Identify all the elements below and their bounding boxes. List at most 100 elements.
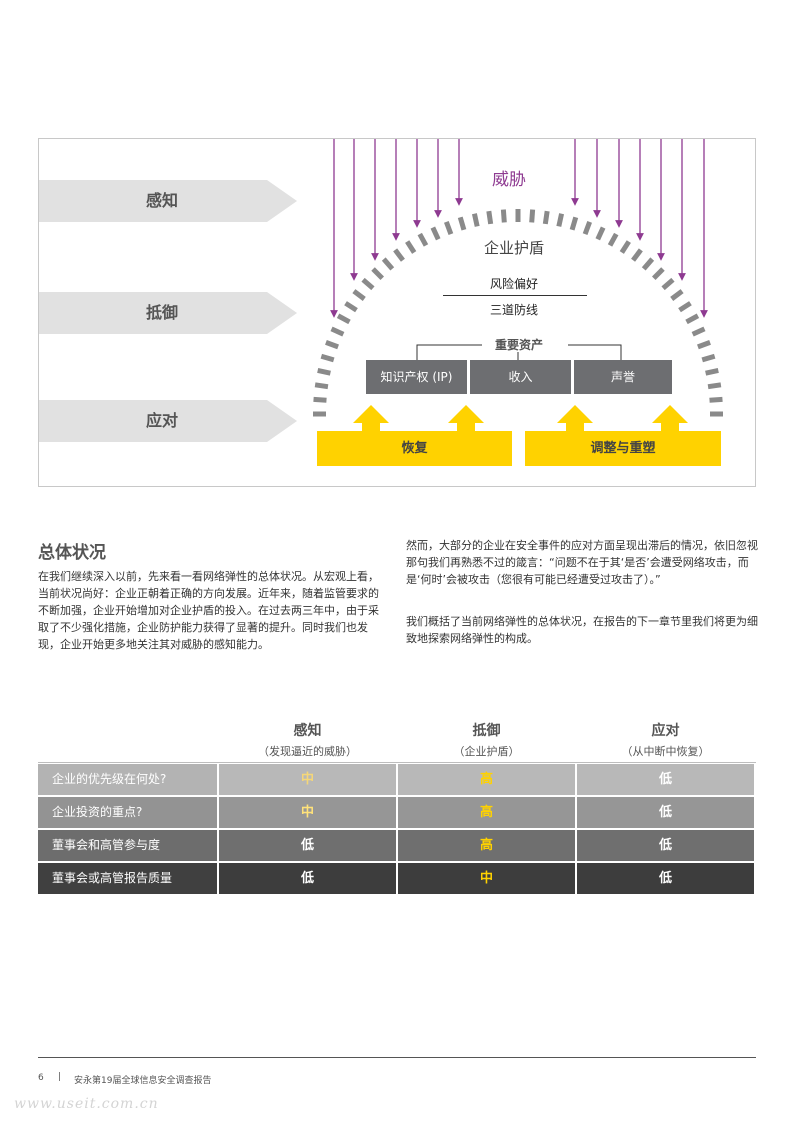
table-row: 企业投资的重点? 中 高 低	[38, 797, 756, 828]
footer-separator: |	[58, 1072, 62, 1082]
up-arrow-icon	[448, 405, 484, 431]
up-arrow-icon	[652, 405, 688, 431]
chevron-arrow-icon	[39, 180, 297, 222]
asset-reputation: 声誉	[574, 360, 672, 394]
shield-segment	[314, 382, 329, 390]
resilience-diagram: 感知 抵御 应对 威胁 企业护盾 风险偏好 三道防线 重要资产 知识产权 (IP…	[38, 138, 756, 487]
column-subtitle: （从中断中恢复）	[621, 745, 710, 758]
table-cell: 低	[219, 863, 396, 894]
shield-segment	[320, 353, 335, 363]
shield-segment	[336, 313, 351, 325]
threat-label: 威胁	[492, 170, 526, 190]
paragraph: 然而，大部分的企业在安全事件的应对方面呈现出滞后的情况，依旧忽视那句我们再熟悉不…	[406, 539, 758, 586]
shield-dome	[313, 209, 723, 417]
section-title: 总体状况	[38, 543, 106, 563]
lines-of-defense-label: 三道防线	[489, 303, 538, 317]
asset-ip: 知识产权 (IP)	[366, 360, 467, 394]
stage-label: 感知	[145, 191, 178, 210]
shield-segment	[631, 248, 643, 262]
stage-resist: 抵御	[39, 292, 297, 334]
table-cell: 低	[577, 863, 754, 894]
shield-segment	[619, 240, 631, 254]
row-label: 企业投资的重点?	[38, 797, 217, 828]
row-label: 董事会和高管参与度	[38, 830, 217, 861]
up-arrow-icon	[353, 405, 389, 431]
shield-segment	[569, 216, 579, 231]
stage-label: 应对	[145, 411, 178, 430]
shield-segment	[352, 289, 366, 301]
paragraph: 我们概括了当前网络弹性的总体状况，在报告的下一章节里我们将更为细致地探索网络弹性…	[406, 615, 758, 645]
page-number: 6	[38, 1073, 44, 1083]
shield-label: 企业护盾	[483, 239, 544, 257]
shield-segment	[361, 277, 375, 291]
up-arrow-icon	[557, 405, 593, 431]
table-row: 董事会和高管参与度 低 高 低	[38, 830, 756, 861]
footer-divider	[38, 1057, 756, 1058]
column-title: 感知	[293, 723, 322, 739]
paragraph: 在我们继续深入以前，先来看一看网络弹性的总体状况。从宏观上看，当前状况尚好：企业…	[38, 570, 379, 651]
table-row: 董事会或高管报告质量 低 中 低	[38, 863, 756, 894]
report-title: 安永第19届全球信息安全调查报告	[74, 1076, 212, 1086]
shield-segment	[457, 216, 467, 231]
table-cell: 中	[398, 863, 575, 894]
column-title: 抵御	[472, 723, 501, 739]
shield-segment	[430, 226, 441, 241]
column-header-sense: 感知 （发现逼近的威胁）	[219, 720, 396, 759]
shield-segment	[697, 340, 711, 350]
shield-segment	[607, 232, 619, 247]
divider	[443, 295, 587, 296]
watermark: www.useit.com.cn	[14, 1096, 159, 1112]
column-title: 应对	[651, 723, 680, 739]
shield-segment	[661, 277, 675, 291]
shield-segment	[325, 340, 339, 350]
shield-segment	[417, 232, 429, 247]
shield-segment	[317, 367, 331, 376]
column-subtitle: （企业护盾）	[453, 745, 520, 758]
shield-segment	[670, 289, 684, 301]
stage-sense: 感知	[39, 180, 297, 222]
shield-segment	[641, 257, 655, 271]
shield-segment	[444, 221, 454, 235]
column-header-resist: 抵御 （企业护盾）	[398, 720, 575, 759]
shield-segment	[529, 209, 536, 223]
chevron-arrow-icon	[39, 400, 297, 442]
table-cell: 中	[219, 797, 396, 828]
threat-arrows	[330, 139, 708, 318]
table-cell: 高	[398, 830, 575, 861]
shield-segment	[556, 213, 565, 227]
asset-revenue: 收入	[470, 360, 571, 394]
shield-segment	[595, 226, 606, 241]
stage-respond: 应对	[39, 400, 297, 442]
shield-segment	[691, 326, 706, 337]
table-cell: 高	[398, 764, 575, 795]
shield-segment	[405, 240, 417, 254]
shield-segment	[707, 382, 722, 390]
table-cell: 中	[219, 764, 396, 795]
shield-segment	[678, 301, 692, 313]
shield-segment	[542, 210, 550, 225]
table-cell: 低	[577, 830, 754, 861]
shield-segment	[330, 326, 345, 337]
column-subtitle: （发现逼近的威胁）	[258, 745, 357, 758]
header-divider	[38, 762, 756, 763]
shield-graphic	[313, 139, 723, 431]
table-cell: 低	[219, 830, 396, 861]
shield-segment	[705, 367, 719, 376]
asset-connector	[416, 344, 622, 360]
row-label: 企业的优先级在何处?	[38, 764, 217, 795]
shield-segment	[313, 396, 327, 403]
shield-segment	[486, 210, 494, 225]
recovery-bar: 恢复	[317, 431, 512, 466]
table-cell: 低	[577, 764, 754, 795]
shield-segment	[582, 221, 592, 235]
table-cell: 高	[398, 797, 575, 828]
shield-segment	[651, 267, 665, 281]
shield-segment	[381, 257, 395, 271]
adjust-bar: 调整与重塑	[525, 431, 721, 466]
shield-segment	[371, 267, 385, 281]
row-label: 董事会或高管报告质量	[38, 863, 217, 894]
key-assets-title: 重要资产	[494, 338, 543, 352]
table-row: 企业的优先级在何处? 中 高 低	[38, 764, 756, 795]
shield-segment	[344, 301, 358, 313]
shield-segment	[701, 353, 716, 363]
